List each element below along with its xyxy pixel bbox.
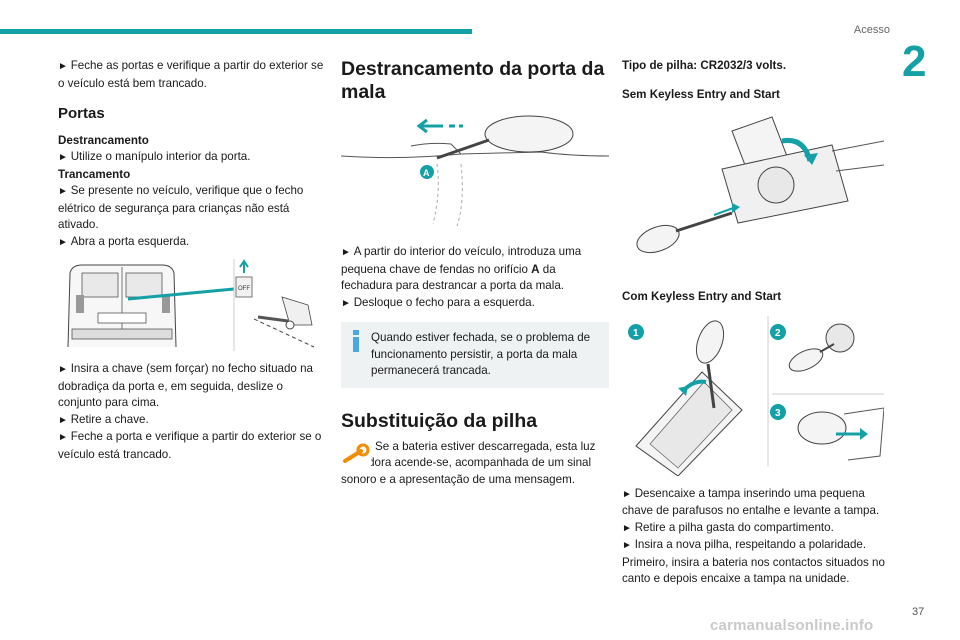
step: Abra a porta esquerda. [58, 234, 328, 252]
figure-key-battery-1 [622, 111, 890, 279]
step: Retire a chave. [58, 412, 328, 430]
label-trancamento: Trancamento [58, 167, 131, 181]
step: Se presente no veículo, verifique que o … [58, 183, 328, 234]
header-accent-bar [0, 29, 472, 34]
watermark: carmanualsonline.info [710, 617, 874, 634]
step: Retire a pilha gasta do compartimento. [622, 520, 890, 538]
chapter-number: 2 [902, 37, 927, 86]
label-a: A [423, 168, 430, 178]
badge-1: 1 [633, 328, 639, 339]
figure-tailgate-lock: A [341, 112, 609, 234]
step: Desencaixe a tampa inserindo uma pequena… [622, 486, 890, 520]
battery-type: Tipo de pilha: CR2032/3 volts. [622, 59, 787, 72]
heading-destrancamento-mala: Destrancamento da porta da mala [341, 58, 605, 103]
wrench-warning-icon [341, 440, 371, 467]
step: Utilize o manípulo interior da porta. [58, 149, 328, 167]
column-3: Tipo de pilha: CR2032/3 volts. Sem Keyle… [622, 58, 890, 588]
paragraph: Feche as portas e verifique a partir do … [58, 58, 328, 92]
heading-sem-keyless: Sem Keyless Entry and Start [622, 87, 780, 101]
column-1: Feche as portas e verifique a partir do … [58, 58, 328, 463]
heading-substituicao-pilha: Substituição da pilha [341, 409, 538, 432]
badge-3: 3 [775, 408, 781, 419]
column-2: Destrancamento da porta da mala A A part… [341, 58, 609, 488]
step: Insira a chave (sem forçar) no fecho sit… [58, 361, 328, 412]
heading-com-keyless: Com Keyless Entry and Start [622, 290, 782, 303]
warning-block: Se a bateria estiver descarregada, esta … [341, 439, 609, 489]
off-label: OFF [238, 286, 250, 292]
step: Feche a porta e verifique a partir do ex… [58, 429, 328, 463]
warning-text: Se a bateria estiver descarregada, esta … [341, 439, 596, 486]
info-icon [353, 330, 359, 352]
note-text: Quando estiver fechada, se o problema de… [371, 331, 591, 377]
page-number: 37 [912, 606, 925, 618]
figure-door-lock: OFF [58, 259, 328, 351]
heading-portas: Portas [58, 105, 105, 122]
section-title: Acesso [853, 24, 890, 36]
figure-key-battery-2: 1 2 3 [622, 315, 890, 476]
label-destrancamento: Destrancamento [58, 133, 149, 147]
step: A partir do interior do veículo, introdu… [341, 244, 609, 295]
info-note: Quando estiver fechada, se o problema de… [341, 322, 609, 388]
step: Insira a nova pilha, respeitando a polar… [622, 537, 890, 588]
step: Desloque o fecho para a esquerda. [341, 295, 609, 313]
badge-2: 2 [775, 328, 781, 339]
